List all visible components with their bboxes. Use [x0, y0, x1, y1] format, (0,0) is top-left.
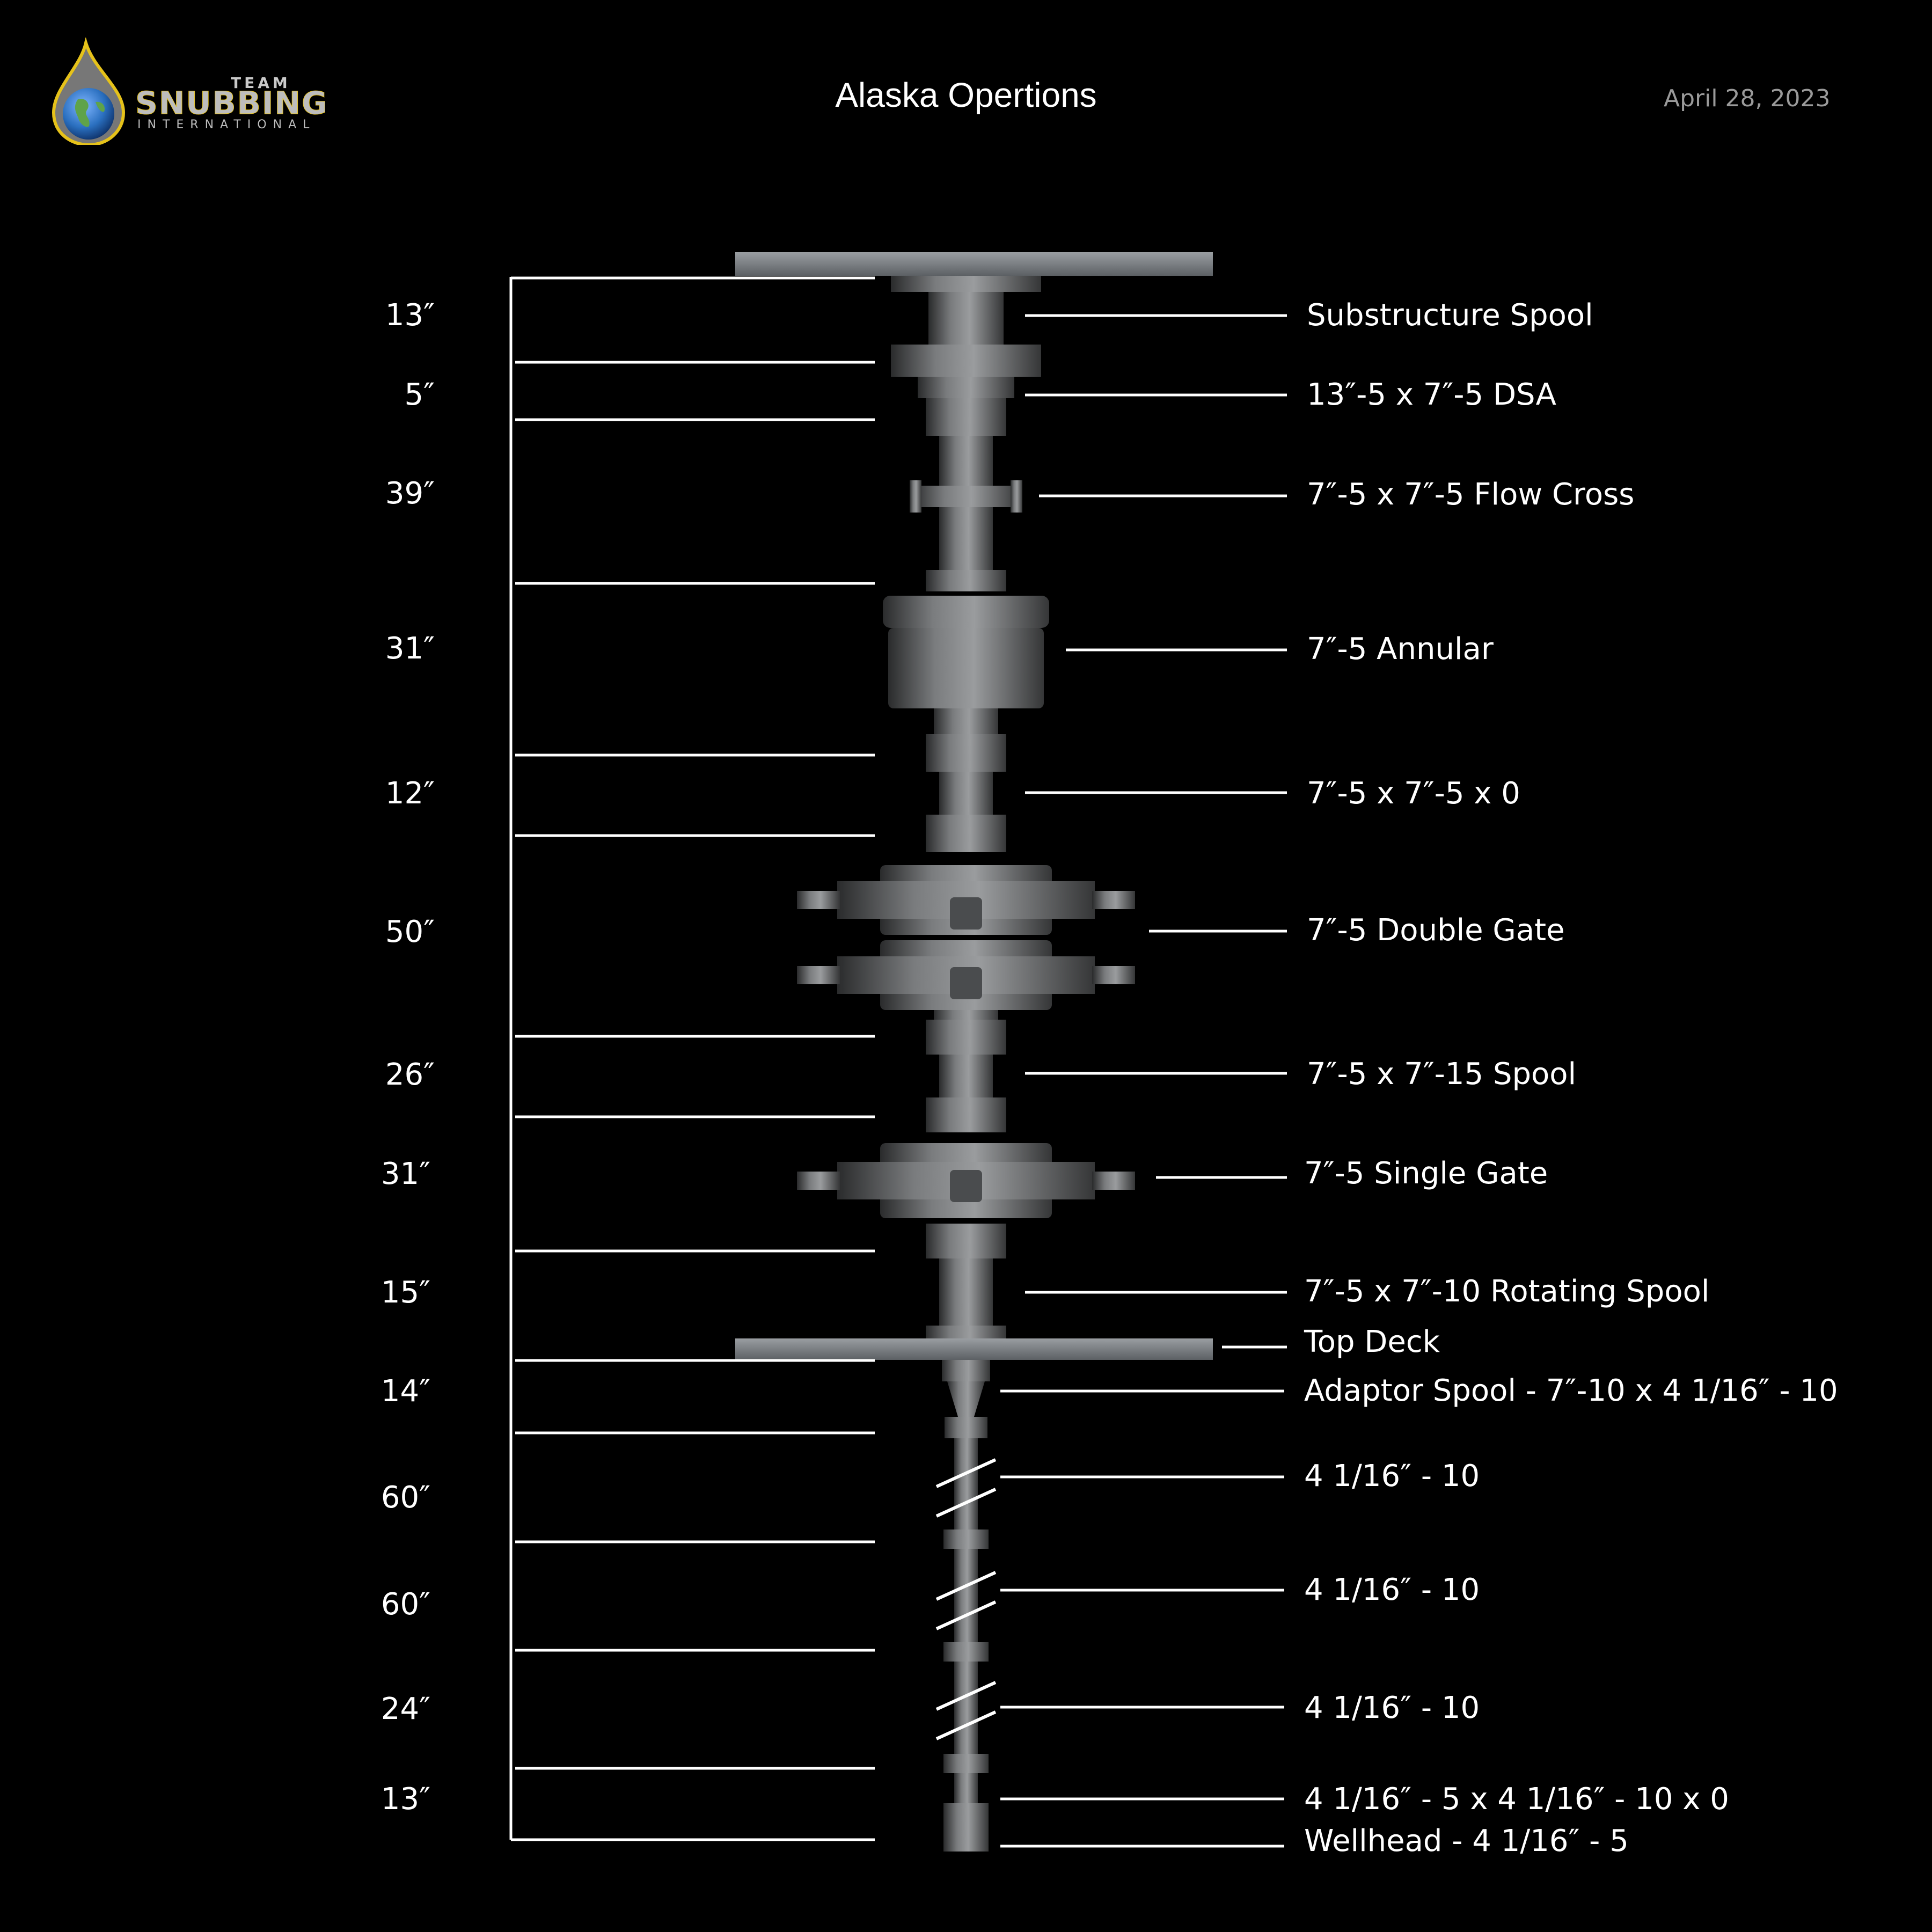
logo-international-text: INTERNATIONAL — [137, 118, 316, 131]
component-label: 4 1/16″ - 5 x 4 1/16″ - 10 x 0 — [1304, 1782, 1729, 1817]
dsa-adapter — [918, 377, 1014, 398]
dimension-label: 15″ — [380, 1275, 430, 1310]
dimension-label: 39″ — [385, 476, 435, 511]
dimension-label: 13″ — [385, 298, 435, 333]
component-label: 7″-5 Double Gate — [1307, 913, 1565, 948]
dimension-label: 24″ — [380, 1692, 430, 1726]
dimension-label: 31″ — [385, 631, 435, 666]
dimension-label: 31″ — [380, 1157, 430, 1191]
spool-7-5-x-7-5 — [926, 734, 1006, 772]
component-label: 7″-5 x 7″-5 x 0 — [1307, 776, 1520, 811]
rotating-spool — [926, 1224, 1006, 1258]
component-leader-lines — [1000, 314, 1287, 1848]
component-label: 4 1/16″ - 10 — [1304, 1459, 1480, 1494]
dimension-label: 50″ — [385, 914, 435, 949]
oil-drop-globe-icon — [52, 38, 126, 145]
component-label: Top Deck — [1304, 1324, 1440, 1359]
component-label: Wellhead - 4 1/16″ - 5 — [1304, 1824, 1629, 1858]
component-label: 7″-5 Single Gate — [1304, 1156, 1548, 1191]
single-gate-bop — [797, 1143, 1135, 1218]
logo-team-text: TEAM — [231, 74, 291, 92]
dimension-label: 5″ — [404, 377, 435, 412]
dimension-label: 13″ — [380, 1782, 430, 1817]
component-label: 4 1/16″ - 10 — [1304, 1572, 1480, 1607]
page-title: Alaska Opertions — [835, 76, 1097, 114]
component-label: 13″-5 x 7″-5 DSA — [1307, 377, 1556, 412]
top-platform — [735, 252, 1213, 276]
component-label: 7″-5 x 7″-10 Rotating Spool — [1304, 1274, 1710, 1309]
dimension-label: 60″ — [380, 1587, 430, 1622]
dimension-lines — [509, 276, 875, 1841]
annular-preventer — [883, 596, 1049, 628]
component-label: 7″-5 Annular — [1307, 632, 1494, 667]
spool-7-5-x-7-15 — [926, 1020, 1006, 1055]
adaptor-spool — [942, 1360, 990, 1381]
lower-tubular-string — [943, 1438, 989, 1851]
component-label: Adaptor Spool - 7″-10 x 4 1/16″ - 10 — [1304, 1373, 1838, 1408]
substructure-spool — [891, 276, 1041, 292]
company-logo: TEAM SNUBBING INTERNATIONAL — [48, 38, 327, 145]
dimension-label: 12″ — [385, 776, 435, 811]
logo-snubbing-text: SNUBBING — [135, 85, 328, 122]
component-label: 7″-5 x 7″-15 Spool — [1307, 1057, 1577, 1092]
component-label: Substructure Spool — [1307, 298, 1593, 333]
dimension-label: 60″ — [380, 1480, 430, 1515]
dimension-label: 26″ — [385, 1057, 435, 1092]
top-deck — [735, 1338, 1213, 1360]
component-label: 7″-5 x 7″-5 Flow Cross — [1307, 477, 1635, 512]
dimension-label: 14″ — [380, 1374, 430, 1409]
document-date: April 28, 2023 — [1664, 85, 1831, 112]
break-marks — [935, 1458, 997, 1740]
component-label: 4 1/16″ - 10 — [1304, 1690, 1480, 1725]
